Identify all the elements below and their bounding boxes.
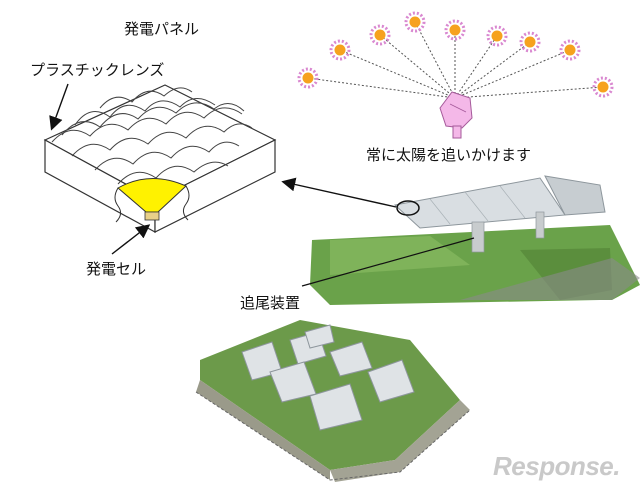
sun-icon xyxy=(297,11,614,98)
lens-label: プラスチックレンズ xyxy=(30,61,165,79)
lens-pointer-arrow xyxy=(49,83,69,131)
sun-tracking-illustration xyxy=(297,11,614,139)
panel-detail-arrow xyxy=(281,177,397,208)
lens-highlight-circle xyxy=(396,200,420,216)
brand-watermark: Response. xyxy=(493,451,621,481)
tracker-label: 追尾装置 xyxy=(240,294,301,312)
tracker-head-icon xyxy=(439,91,473,139)
sun-caption: 常に太陽を追いかけます xyxy=(366,146,532,164)
solar-farm-photo xyxy=(195,320,471,482)
tracker-photo xyxy=(310,175,640,305)
cell-pointer-arrow xyxy=(111,224,151,255)
tracker-pointer-line xyxy=(301,237,475,287)
lens-panel-illustration xyxy=(43,84,277,234)
cell-label: 発電セル xyxy=(86,260,147,278)
panel-label: 発電パネル xyxy=(124,20,200,38)
